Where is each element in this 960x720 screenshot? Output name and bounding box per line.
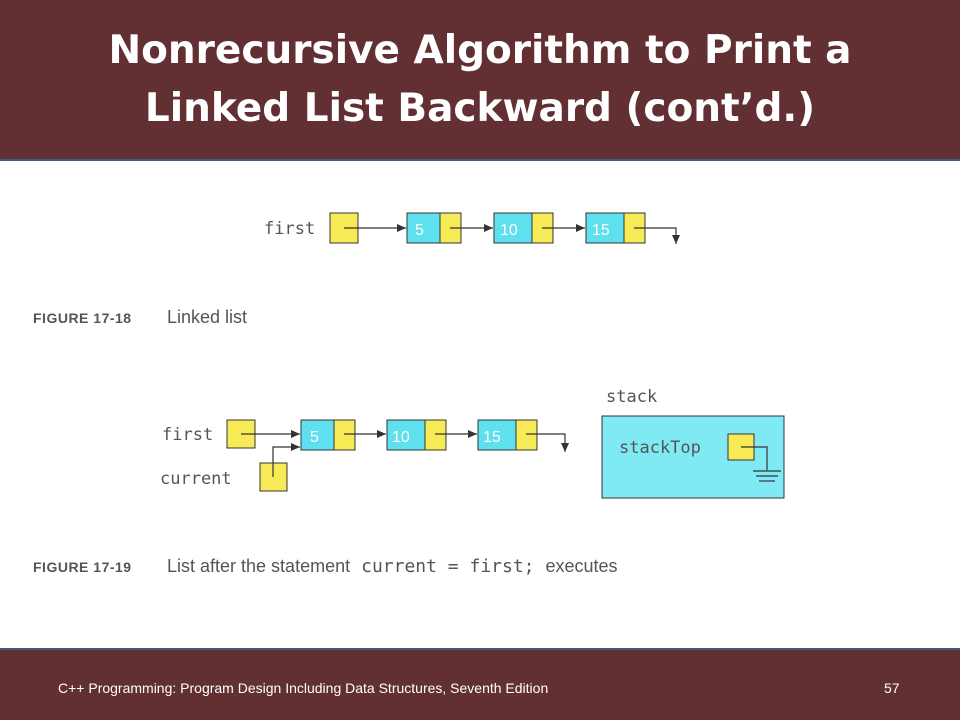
slide-title: Nonrecursive Algorithm to Print a Linked… [108, 27, 852, 131]
caption-code: current = first; [361, 556, 534, 577]
ground-icon [753, 470, 781, 482]
node-value: 15 [483, 429, 501, 446]
null-arrow [634, 227, 680, 244]
current-pointer-label: current [160, 469, 232, 489]
caption-suffix: executes [546, 556, 618, 576]
list-node: 15 [477, 419, 538, 451]
stack-label: stack [606, 387, 657, 407]
first-pointer-label: first [162, 425, 213, 445]
figure-label: FIGURE 17-19 [33, 559, 132, 575]
node-value: 5 [415, 222, 424, 239]
figure-caption: List after the statement current = first… [167, 556, 618, 577]
linked-list-diagram: first 5 10 15 FIGURE 17-18 Linked list f… [33, 212, 785, 577]
list-node: 10 [386, 419, 447, 451]
node-value: 10 [392, 429, 410, 446]
caption-prefix: List after the statement [167, 556, 350, 576]
current-arrow [272, 443, 300, 477]
figure-17-19: first current 5 10 15 stack stackTop [33, 387, 785, 577]
node-value: 15 [592, 222, 610, 239]
figure-label: FIGURE 17-18 [33, 310, 132, 326]
title-banner: Nonrecursive Algorithm to Print a Linked… [0, 0, 960, 161]
footer-book-title: C++ Programming: Program Design Includin… [58, 680, 549, 696]
first-pointer-label: first [264, 219, 315, 239]
footer-banner: C++ Programming: Program Design Includin… [0, 648, 960, 720]
stacktop-label: stackTop [619, 438, 701, 458]
list-node: 10 [493, 212, 554, 244]
stacktop-null-line [741, 446, 768, 470]
page-number: 57 [884, 680, 900, 696]
figure-17-18: first 5 10 15 FIGURE 17-18 Linked list [33, 212, 680, 327]
node-value: 5 [310, 429, 319, 446]
null-arrow [526, 433, 569, 452]
list-node: 5 [300, 419, 356, 451]
node-value: 10 [500, 222, 518, 239]
figure-label-line: FIGURE 17-19 [33, 559, 132, 575]
figure-caption: Linked list [167, 307, 247, 327]
